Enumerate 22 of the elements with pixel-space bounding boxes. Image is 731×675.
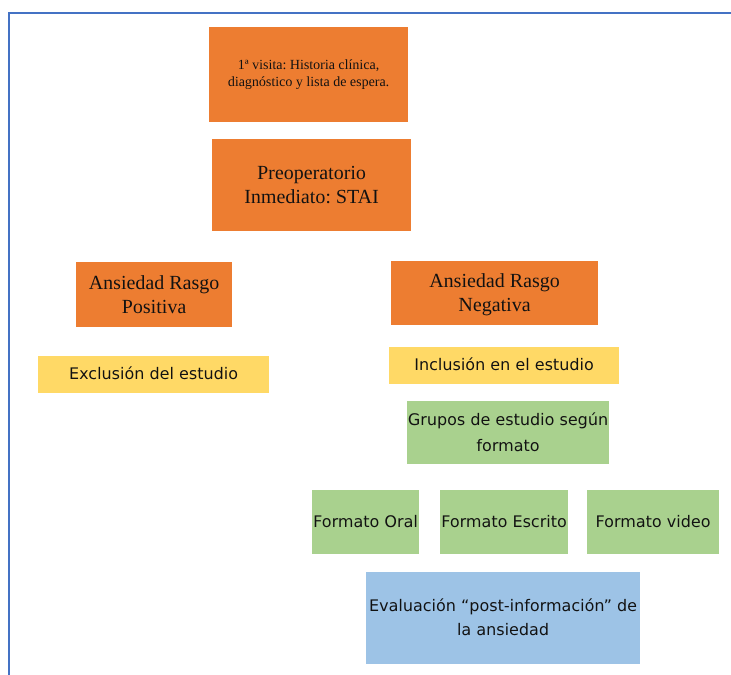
process-box [366, 572, 640, 664]
box-text: Ansiedad Rasgo Negativa [428, 269, 561, 317]
box-text: Inclusión en el estudio [414, 355, 594, 376]
process-box [76, 262, 232, 327]
box-text: 1ª visita: Historia clínica, diagnóstico y lista de espera. [226, 58, 390, 92]
box-text: Grupos de estudio según formato [407, 408, 609, 456]
box-text: Formato Escrito [441, 511, 567, 534]
box-text: Exclusión del estudio [69, 364, 238, 385]
box-text: Evaluación “post-información” de la ansiedad [368, 595, 638, 641]
box-text: Formato Oral [313, 511, 418, 534]
box-text: Ansiedad Rasgo Positiva [88, 270, 220, 318]
process-box [212, 139, 411, 231]
process-box [391, 261, 598, 325]
process-box [389, 347, 619, 384]
process-box [312, 490, 419, 554]
box-text: Preoperatorio Inmediato: STAI [243, 161, 380, 209]
process-box [440, 490, 568, 554]
process-box [407, 401, 609, 464]
process-box [209, 27, 408, 122]
process-box [38, 356, 269, 393]
box-text: Formato video [596, 511, 710, 534]
process-box [587, 490, 719, 554]
